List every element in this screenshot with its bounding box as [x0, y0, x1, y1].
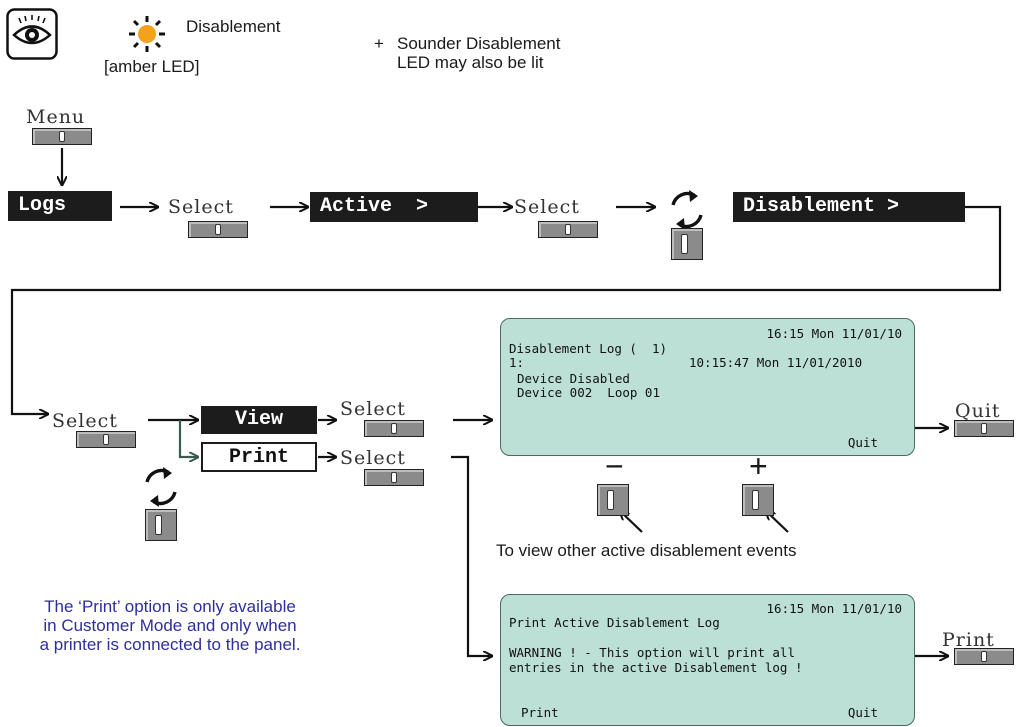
lcd-line: entries in the active Disablement log !	[509, 660, 803, 675]
plus-label: +	[749, 448, 768, 484]
select-button[interactable]	[188, 221, 248, 238]
print-log-display: 16:15 Mon 11/01/10 Print Active Disablem…	[500, 594, 915, 726]
cycle-arrows-icon	[138, 464, 184, 510]
note-line: a printer is connected to the panel.	[39, 635, 301, 654]
lcd-softkey-quit: Quit	[847, 435, 878, 450]
lcd-line: 10:15:47 Mon 11/01/2010	[689, 355, 863, 370]
select-label: Select	[52, 410, 118, 432]
select-button[interactable]	[76, 431, 136, 448]
minus-label: −	[605, 448, 624, 484]
select-label: Select	[340, 398, 406, 420]
menu-button[interactable]	[32, 128, 92, 145]
select-button[interactable]	[538, 221, 598, 238]
amber-led-icon	[127, 14, 167, 54]
lcd-line: Print Active Disablement Log	[509, 615, 720, 630]
other-events-caption: To view other active disablement events	[496, 541, 797, 560]
lcd-line: 1:	[509, 355, 525, 370]
sounder-note-line1: Sounder Disablement	[397, 34, 561, 53]
lcd-line: Device 002 Loop 01	[517, 385, 660, 400]
minus-button[interactable]	[597, 484, 629, 516]
print-button[interactable]	[954, 648, 1014, 665]
note-line: in Customer Mode and only when	[43, 616, 297, 635]
print-menu-item[interactable]: Print	[201, 442, 317, 472]
select-label: Select	[168, 196, 234, 218]
select-label: Select	[340, 447, 406, 469]
lcd-softkey-print: Print	[521, 705, 559, 720]
select-button[interactable]	[364, 420, 424, 437]
menu-label: Menu	[26, 106, 86, 128]
scroll-button[interactable]	[671, 228, 703, 260]
quit-label: Quit	[955, 400, 1001, 422]
lcd-line: WARNING ! - This option will print all	[509, 645, 795, 660]
led-sub-label: [amber LED]	[104, 57, 200, 76]
lcd-line: Disablement Log ( 1)	[509, 341, 668, 356]
note-line: The ‘Print’ option is only available	[44, 597, 296, 616]
lcd-softkey-quit: Quit	[847, 705, 878, 720]
disablement-log-display: 16:15 Mon 11/01/10 Disablement Log ( 1) …	[500, 318, 915, 456]
cycle-arrows-icon	[664, 187, 710, 233]
sounder-note-line2: LED may also be lit	[397, 53, 544, 72]
view-menu-item[interactable]: View	[201, 406, 317, 434]
eye-icon	[6, 8, 58, 60]
scroll-button[interactable]	[145, 509, 177, 541]
print-option-note: The ‘Print’ option is only available in …	[30, 597, 310, 654]
lcd-line: Device Disabled	[517, 371, 630, 386]
print-key-label: Print	[942, 629, 995, 651]
active-menu-item[interactable]: Active >	[310, 192, 478, 222]
disablement-menu-item[interactable]: Disablement >	[733, 192, 965, 222]
plus-sign: +	[374, 34, 384, 53]
led-label: Disablement	[186, 17, 281, 36]
quit-button[interactable]	[954, 420, 1014, 437]
select-button[interactable]	[364, 469, 424, 486]
lcd-datetime: 16:15 Mon 11/01/10	[766, 601, 902, 616]
plus-button[interactable]	[742, 484, 774, 516]
select-label: Select	[514, 196, 580, 218]
lcd-datetime: 16:15 Mon 11/01/10	[766, 326, 902, 341]
logs-menu-item[interactable]: Logs	[8, 191, 112, 221]
